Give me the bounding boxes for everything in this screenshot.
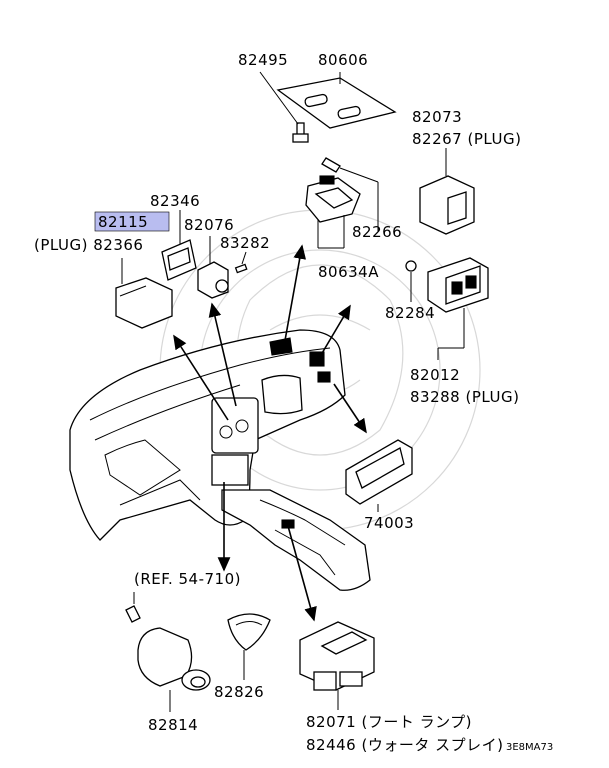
part-80606-plate xyxy=(276,72,397,129)
part-82076-relay xyxy=(197,236,229,299)
label-82266: 82266 xyxy=(352,223,402,241)
label-82012: 82012 xyxy=(410,366,460,384)
part-82495-screw xyxy=(259,71,309,143)
label-82284: 82284 xyxy=(385,304,435,322)
part-82073-switch xyxy=(419,148,475,235)
part-74003-pocket xyxy=(345,439,413,512)
diagram-code: 3E8MA73 xyxy=(506,742,553,753)
part-82266-bulb xyxy=(321,157,379,232)
part-82366-unit xyxy=(115,258,173,329)
part-82012-switch-block xyxy=(427,257,489,360)
label-80634A: 80634A xyxy=(318,263,379,281)
label-82073: 82073 xyxy=(412,108,462,126)
dashboard-assembly xyxy=(69,329,371,591)
part-83282-screw xyxy=(234,251,248,274)
part-82814-socket xyxy=(125,605,211,712)
part-82346-bracket xyxy=(161,210,197,281)
label-82071: 82071 (フート ランプ) xyxy=(306,713,472,731)
label-82346: 82346 xyxy=(150,192,200,210)
label-82495: 82495 xyxy=(238,51,288,69)
label-ref: (REF. 54-710) xyxy=(134,570,241,588)
label-82267: 82267 (PLUG) xyxy=(412,130,521,148)
label-74003: 74003 xyxy=(364,514,414,532)
part-82284-clip xyxy=(405,260,417,302)
label-82076: 82076 xyxy=(184,216,234,234)
highlight-82115 xyxy=(94,211,170,232)
label-82115[interactable]: 82115 xyxy=(98,213,148,231)
label-83282: 83282 xyxy=(220,234,270,252)
label-80606: 80606 xyxy=(318,51,368,69)
part-80634A-lamp xyxy=(305,175,361,249)
pointer-arrows xyxy=(173,244,367,622)
part-82071-switch xyxy=(299,621,375,710)
part-82826-grommet xyxy=(227,613,271,680)
label-82446: 82446 (ウォータ スプレイ) xyxy=(306,736,503,754)
label-82814: 82814 xyxy=(148,716,198,734)
label-82826: 82826 xyxy=(214,683,264,701)
label-83288: 83288 (PLUG) xyxy=(410,388,519,406)
label-82366: (PLUG) 82366 xyxy=(34,236,143,254)
